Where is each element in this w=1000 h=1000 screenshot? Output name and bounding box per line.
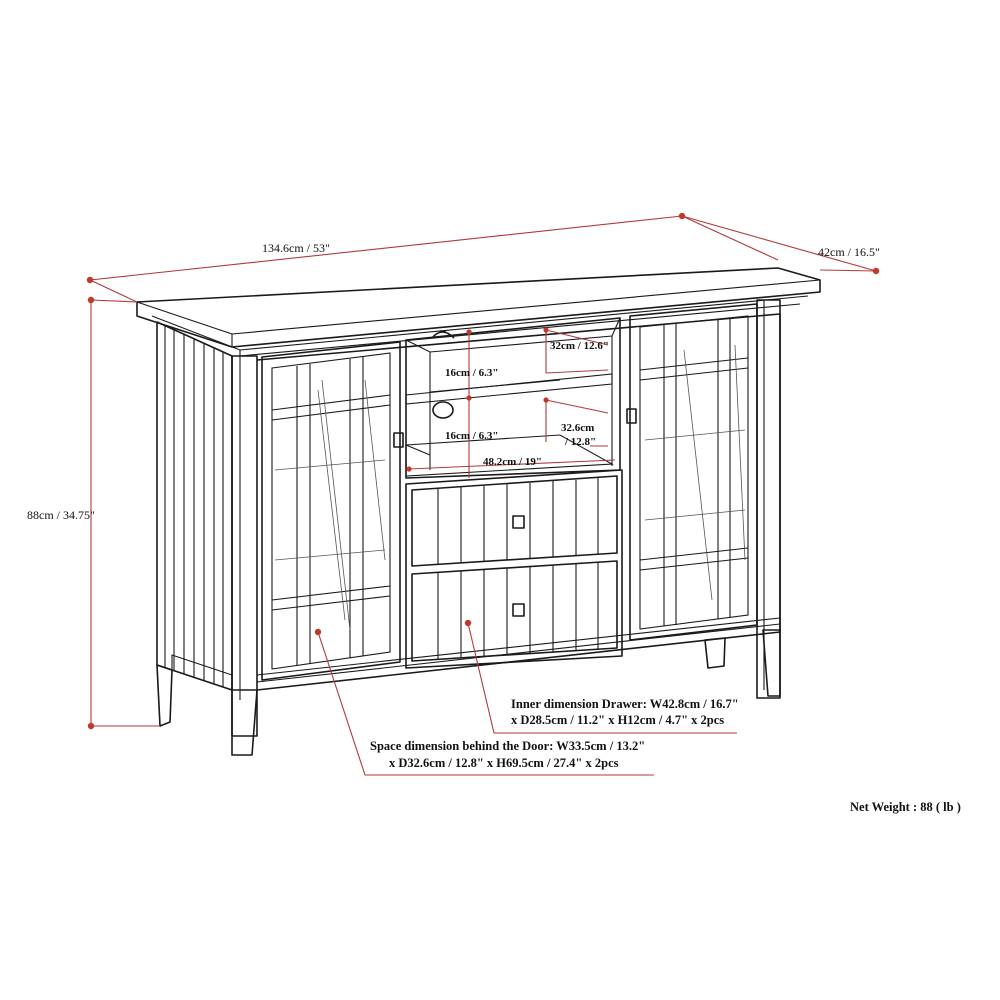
width-start-dot <box>86 276 94 284</box>
shelf-gap-top-label: 16cm / 6.3" <box>445 367 498 379</box>
height-end-dot <box>87 722 95 730</box>
height-start-dot <box>87 296 95 304</box>
net-weight-label: Net Weight : 88 ( lb ) <box>850 800 961 814</box>
door-callout-dot <box>314 628 322 636</box>
door-callout-line2: x D32.6cm / 12.8" x H69.5cm / 27.4" x 2p… <box>389 756 619 770</box>
callout-labels: Inner dimension Drawer: W42.8cm / 16.7" … <box>370 697 739 770</box>
shelf-depth-top-label: 32cm / 12.6" <box>550 340 609 352</box>
tv-stand-drawing <box>136 267 821 756</box>
shelf-depth-bottom-dot <box>543 397 549 403</box>
width-label: 134.6cm / 53" <box>262 241 330 255</box>
shelf-gap-top-dot <box>466 329 472 335</box>
shelf-depth-bottom-label-line1: 32.6cm <box>561 422 594 434</box>
opening-width-label: 48.2cm / 19" <box>483 456 542 468</box>
dimension-lines <box>86 212 880 776</box>
left-glass-door <box>261 341 404 681</box>
opening-width-dot <box>406 466 412 472</box>
shelf-depth-bottom-label-line2: / 12.8" <box>564 436 596 448</box>
shelf-gap-mid-dot <box>466 395 472 401</box>
cabinet-left-side <box>156 321 233 727</box>
drawer-callout-dot <box>464 619 472 627</box>
front-right-post <box>704 299 781 699</box>
height-label: 88cm / 34.75" <box>27 508 95 522</box>
shelf-depth-top-dot <box>543 327 549 333</box>
drawer-callout-line2: x D28.5cm / 11.2" x H12cm / 4.7" x 2pcs <box>511 713 724 727</box>
door-callout-line1: Space dimension behind the Door: W33.5cm… <box>370 739 645 753</box>
depth-end-dot <box>872 267 880 275</box>
depth-label: 42cm / 16.5" <box>818 245 880 259</box>
dimension-labels: 134.6cm / 53" 42cm / 16.5" 88cm / 34.75"… <box>27 241 880 522</box>
drawer-callout-line1: Inner dimension Drawer: W42.8cm / 16.7" <box>511 697 739 711</box>
drawers <box>405 469 623 669</box>
front-left-post <box>231 355 258 756</box>
right-glass-door <box>626 303 758 641</box>
shelf-gap-bottom-label: 16cm / 6.3" <box>445 430 498 442</box>
